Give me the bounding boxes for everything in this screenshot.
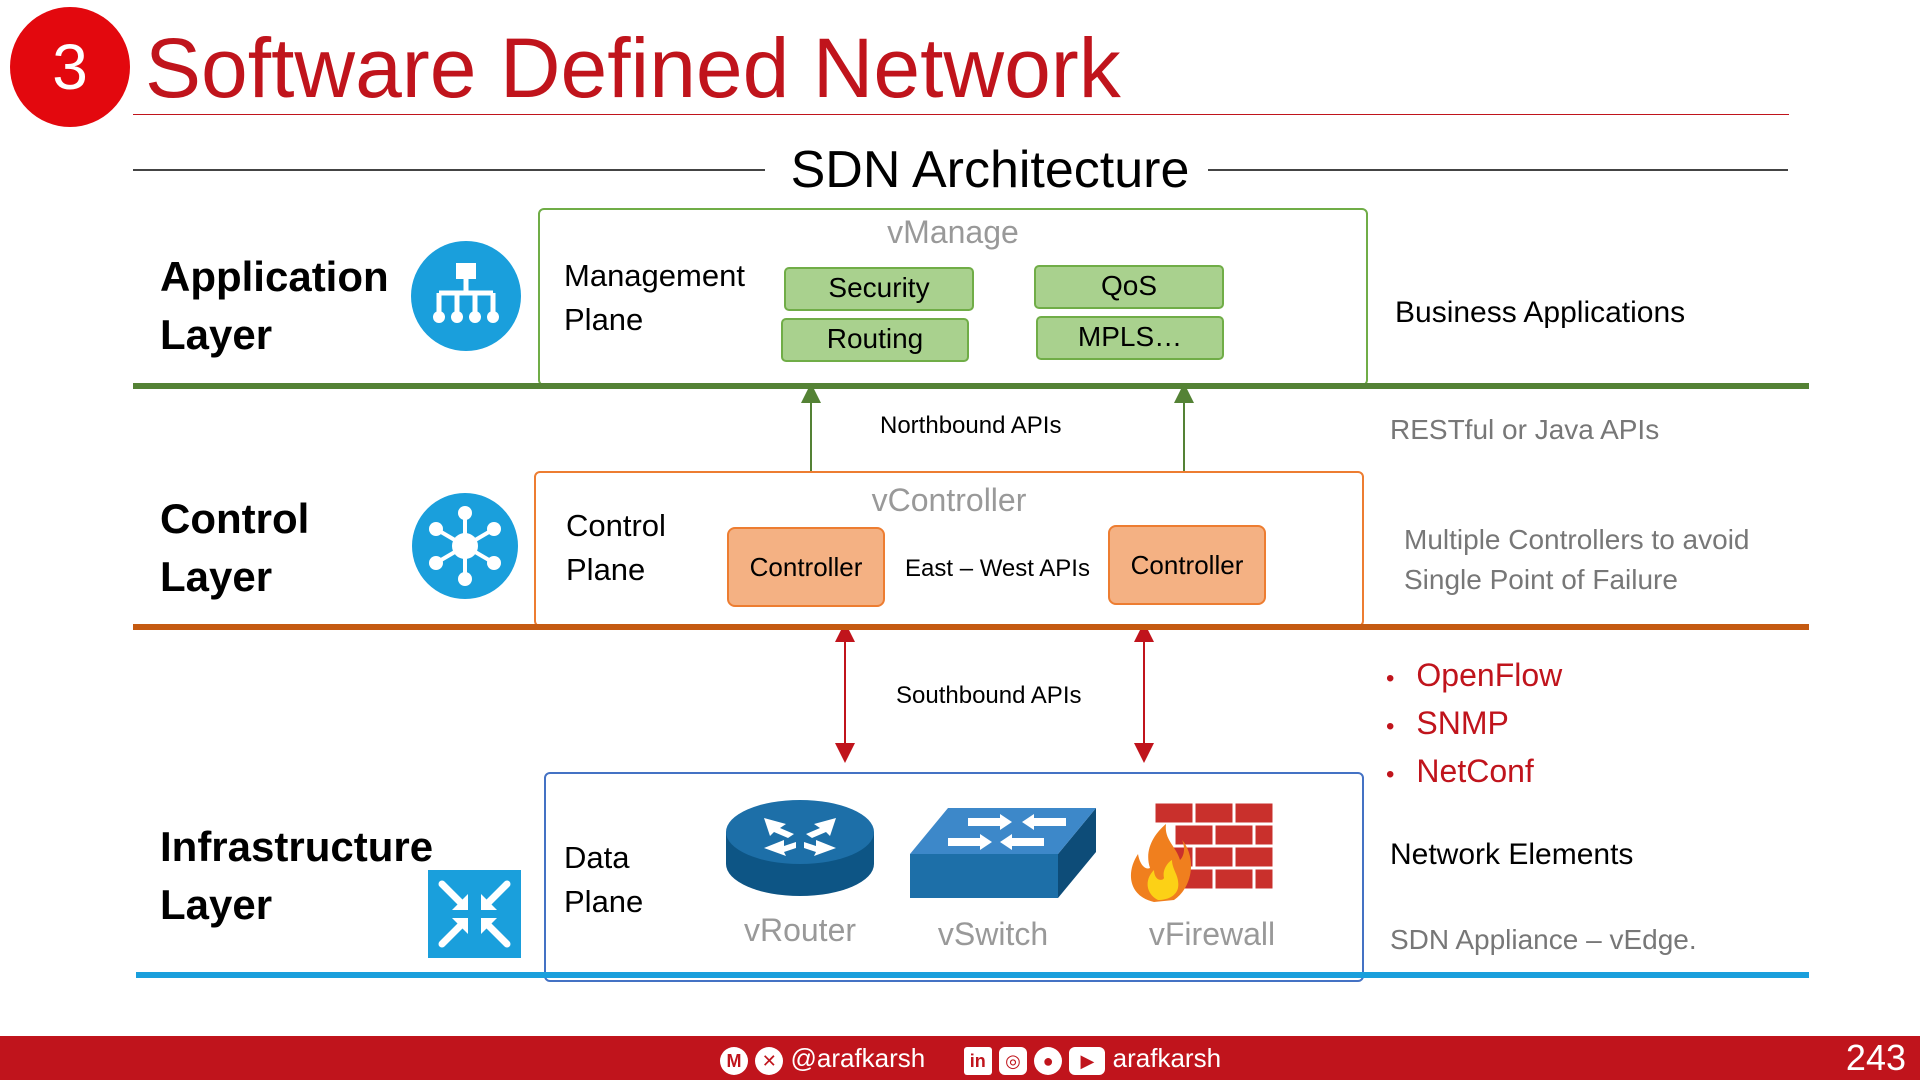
control-hub-icon	[412, 493, 518, 599]
protocol-list: •OpenFlow •SNMP •NetConf	[1386, 653, 1562, 797]
diagram-subtitle: SDN Architecture	[790, 141, 1190, 199]
infrastructure-layer-divider	[136, 972, 1809, 978]
control-layer-line2: Layer	[160, 553, 273, 600]
subtitle-rule-left	[133, 169, 765, 171]
multiple-controllers-line1: Multiple Controllers to avoid	[1404, 524, 1750, 555]
vswitch-label: vSwitch	[937, 916, 1049, 952]
slide-title: Software Defined Network	[145, 21, 1121, 115]
vcontroller-title: vController	[871, 482, 1027, 518]
east-west-apis-label: East – West APIs	[905, 555, 1090, 582]
application-hierarchy-icon	[411, 241, 521, 351]
infrastructure-layer-line2: Layer	[160, 881, 273, 928]
controller-right: Controller	[1108, 525, 1266, 605]
control-plane-line1: Control	[566, 508, 666, 543]
control-layer-divider	[133, 624, 1809, 630]
control-plane-line2: Plane	[566, 552, 646, 587]
router-icon	[724, 794, 876, 898]
application-layer-divider	[133, 383, 1809, 389]
protocol-snmp: SNMP	[1416, 705, 1509, 741]
southbound-apis-label: Southbound APIs	[896, 682, 1082, 709]
management-plane-line1: Management	[564, 258, 745, 293]
business-applications-note: Business Applications	[1395, 296, 1686, 329]
multiple-controllers-line2: Single Point of Failure	[1404, 564, 1678, 595]
github-icon[interactable]: ●	[1034, 1047, 1063, 1075]
firewall-icon	[1124, 800, 1278, 904]
routing-box: Routing	[781, 318, 969, 362]
infrastructure-layer-label: Infrastructure Layer	[160, 818, 433, 934]
sdn-appliance-note: SDN Appliance – vEdge.	[1390, 924, 1697, 955]
footer-bar	[0, 1036, 1920, 1080]
control-plane-label: Control Plane	[566, 504, 666, 592]
x-icon[interactable]: ✕	[755, 1047, 784, 1075]
northbound-apis-label: Northbound APIs	[880, 412, 1062, 439]
vrouter-label: vRouter	[743, 912, 857, 948]
network-elements-note: Network Elements	[1390, 838, 1634, 871]
vmanage-title: vManage	[887, 214, 1019, 250]
qos-box: QoS	[1034, 265, 1224, 309]
control-layer-line1: Control	[160, 495, 310, 542]
controller-left: Controller	[727, 527, 885, 607]
linkedin-icon[interactable]: in	[963, 1047, 992, 1075]
infrastructure-arrows-icon	[428, 870, 521, 958]
slide-number-badge: 3	[10, 7, 130, 127]
title-rule	[133, 114, 1789, 115]
security-box: Security	[784, 267, 974, 311]
data-plane-label: Data Plane	[564, 836, 643, 924]
footer-handle-1: @arafkarsh	[790, 1043, 926, 1073]
footer-social: M ✕ @arafkarsh in ◎ ● ▶ arafkarsh	[720, 1036, 1221, 1080]
instagram-icon[interactable]: ◎	[998, 1047, 1027, 1075]
page-number: 243	[1845, 1037, 1906, 1078]
protocol-item: •OpenFlow	[1386, 657, 1563, 693]
application-layer-line2: Layer	[160, 311, 273, 358]
protocol-item: •SNMP	[1386, 705, 1509, 741]
mpls-box: MPLS…	[1036, 316, 1224, 360]
control-layer-label: Control Layer	[160, 490, 309, 606]
application-layer-label: Application Layer	[160, 248, 389, 364]
vfirewall-label: vFirewall	[1148, 916, 1276, 952]
protocol-openflow: OpenFlow	[1416, 657, 1563, 693]
management-plane-line2: Plane	[564, 302, 644, 337]
data-plane-line2: Plane	[564, 884, 644, 919]
data-plane-line1: Data	[564, 840, 630, 875]
multiple-controllers-note: Multiple Controllers to avoid Single Poi…	[1404, 520, 1750, 600]
switch-icon	[908, 802, 1098, 902]
protocol-item: •NetConf	[1386, 753, 1534, 789]
youtube-icon[interactable]: ▶	[1069, 1047, 1106, 1075]
medium-icon[interactable]: M	[720, 1047, 748, 1075]
management-plane-label: Management Plane	[564, 254, 745, 342]
footer-handle-2: arafkarsh	[1112, 1043, 1222, 1073]
application-layer-line1: Application	[160, 253, 389, 300]
subtitle-rule-right	[1208, 169, 1788, 171]
protocol-netconf: NetConf	[1416, 753, 1534, 789]
restful-note: RESTful or Java APIs	[1390, 414, 1660, 445]
infrastructure-layer-line1: Infrastructure	[160, 823, 434, 870]
